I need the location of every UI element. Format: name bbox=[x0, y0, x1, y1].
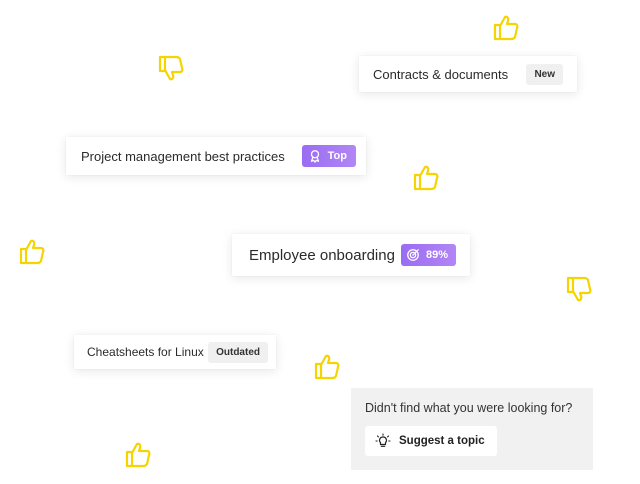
target-icon bbox=[406, 248, 420, 262]
new-badge: New bbox=[526, 63, 563, 85]
lightbulb-icon bbox=[375, 433, 391, 449]
suggest-topic-button[interactable]: Suggest a topic bbox=[365, 426, 497, 456]
topic-card-project-management[interactable]: Project management best practices Top bbox=[66, 137, 366, 175]
thumbs-down-icon bbox=[155, 54, 185, 84]
topic-card-employee-onboarding[interactable]: Employee onboarding 89% bbox=[232, 234, 470, 276]
ribbon-award-icon bbox=[308, 149, 322, 163]
thumbs-up-icon bbox=[410, 162, 440, 192]
thumbs-up-icon bbox=[490, 12, 520, 42]
score-badge-label: 89% bbox=[425, 249, 448, 261]
top-badge: Top bbox=[301, 145, 356, 167]
outdated-badge: Outdated bbox=[208, 341, 268, 363]
thumbs-down-icon bbox=[563, 275, 593, 305]
thumbs-up-icon bbox=[311, 351, 341, 381]
suggest-question: Didn't find what you were looking for? bbox=[365, 401, 573, 415]
thumbs-up-icon bbox=[122, 439, 152, 469]
score-badge: 89% bbox=[400, 244, 456, 266]
topic-label: Employee onboarding bbox=[249, 246, 395, 264]
thumbs-up-icon bbox=[16, 236, 46, 266]
suggest-topic-panel: Didn't find what you were looking for? S… bbox=[351, 388, 593, 470]
top-badge-label: Top bbox=[327, 150, 347, 162]
topic-label: Contracts & documents bbox=[373, 66, 509, 82]
topic-label: Project management best practices bbox=[81, 148, 285, 164]
suggest-topic-label: Suggest a topic bbox=[399, 435, 485, 447]
topic-card-contracts[interactable]: Contracts & documents New bbox=[359, 56, 577, 92]
topic-card-cheatsheets-linux[interactable]: Cheatsheets for Linux Outdated bbox=[74, 335, 276, 369]
topic-label: Cheatsheets for Linux bbox=[87, 345, 204, 359]
